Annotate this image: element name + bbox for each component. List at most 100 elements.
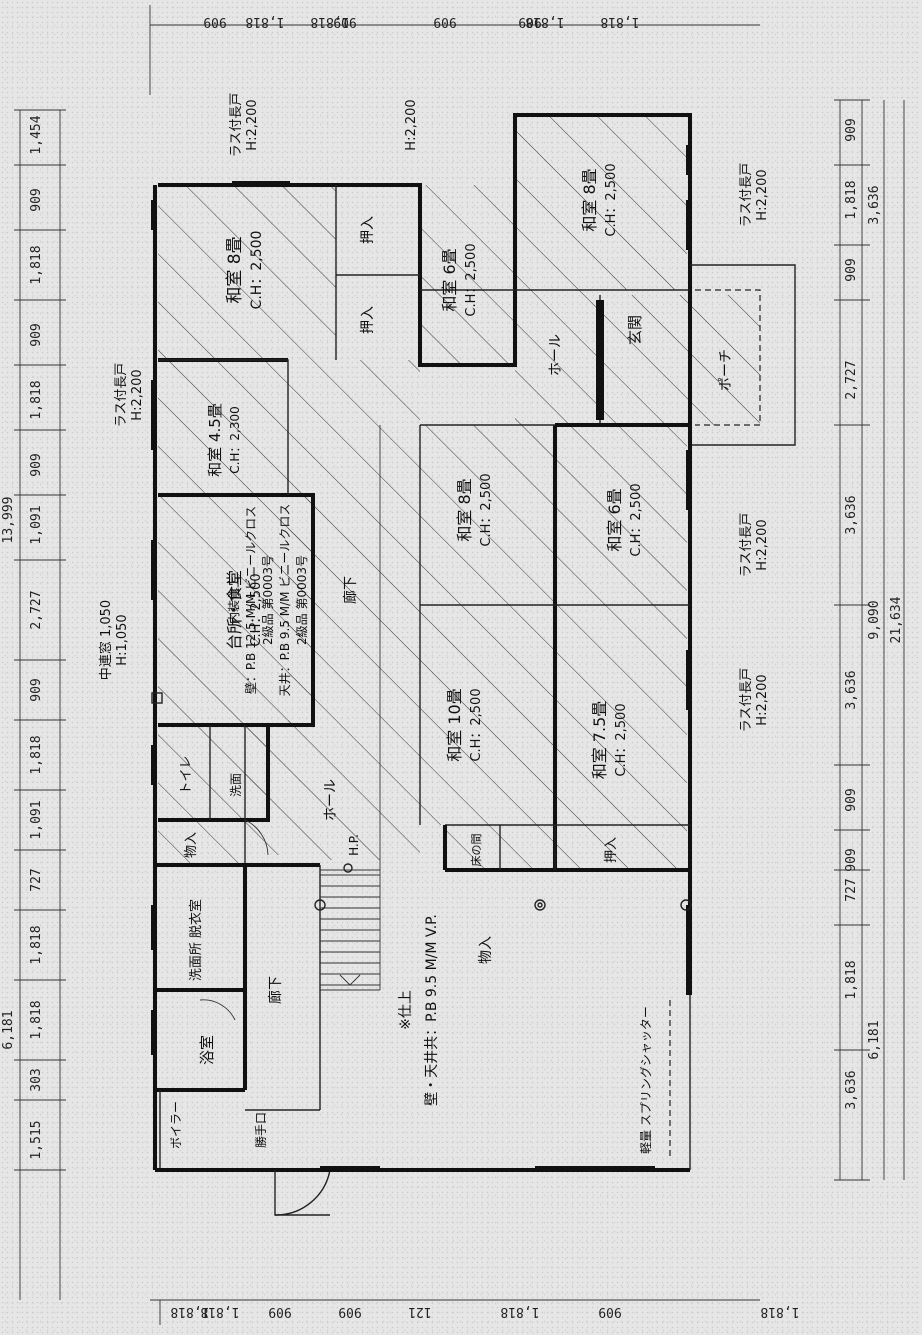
- dimension-right: 2,727: [844, 360, 859, 399]
- opening-label: ラス付長戸: [114, 363, 129, 428]
- dimension-right: 909: [844, 788, 859, 811]
- room-label-genkan: 玄関: [626, 315, 644, 345]
- ceiling-height-washitsu-75: C.H：2,500: [614, 703, 629, 776]
- room-label-oshiire-c: 押入: [604, 837, 619, 863]
- dimension-right: 909: [844, 258, 859, 281]
- kitchen-finish-line: 天井：P.B 9.5 M/M ビニールクロス: [278, 504, 292, 697]
- ceiling-height-washitsu-10: C.H：2,500: [469, 688, 484, 761]
- dimension-right: 3,636: [844, 1070, 859, 1109]
- room-label-boiler: ボイラー: [169, 1101, 183, 1149]
- dimension-right: 1,818: [844, 180, 859, 219]
- garage-shutter-note: 軽量 スプリングシャッター: [639, 1006, 653, 1154]
- hp-label: H.P.: [347, 834, 361, 856]
- room-label-senmen-toilet: 洗面: [229, 773, 243, 797]
- ceiling-height-washitsu-8-a: C.H：2,500: [249, 231, 265, 310]
- room-label-oshiire-a: 押入: [360, 216, 376, 244]
- dimension-bottom-row: 1,818: [170, 1304, 209, 1319]
- dimension-left-outer: 909: [29, 188, 44, 211]
- ceiling-height-kitchen: C.H：2,500: [249, 573, 264, 646]
- dimension-bottom-row: 1,818: [760, 1304, 799, 1319]
- dimension-left-outer: 1,818: [29, 245, 44, 284]
- dimension-left-outer: 1,091: [29, 800, 44, 839]
- dimension-right-total: 21,634: [889, 596, 904, 643]
- dimension-left-outer: 1,818: [29, 925, 44, 964]
- dimension-left-outer: 1,818: [29, 1000, 44, 1039]
- dimension-right-total: 6,181: [867, 1020, 882, 1059]
- dimension-top-row: 909: [203, 14, 226, 29]
- room-label-monoire-a: 物入: [184, 832, 199, 858]
- dimension-right: 3,636: [844, 495, 859, 534]
- dimension-right: 909: [844, 848, 859, 871]
- room-label-katteguchi: 勝手口: [253, 1112, 268, 1148]
- dimension-right: 3,636: [844, 670, 859, 709]
- room-label-washitsu-8-c: 和室 8畳: [455, 478, 474, 541]
- opening-height: H:2,200: [245, 99, 260, 150]
- dimension-bottom-row: 909: [338, 1304, 361, 1319]
- dimension-top-row: 909: [333, 14, 356, 29]
- dimension-bottom-row: 909: [268, 1304, 291, 1319]
- storage-finish-line: ※仕上: [398, 990, 414, 1030]
- opening-label: ラス付長戸: [739, 163, 754, 228]
- dimension-bottom-row: 121: [408, 1304, 431, 1319]
- opening-label: ラス付長戸: [739, 668, 754, 733]
- dimension-total: 13,999: [1, 497, 16, 544]
- dimension-bottom-row: 909: [598, 1304, 621, 1319]
- opening-height: H:2,200: [755, 674, 770, 725]
- ceiling-height-washitsu-6-a: C.H：2,500: [464, 243, 479, 316]
- dimension-left-outer: 1,091: [29, 505, 44, 544]
- dimension-left-outer: 909: [29, 453, 44, 476]
- opening-height: H:1,050: [115, 614, 130, 665]
- dimension-right-total: 9,090: [867, 600, 882, 639]
- dimension-left-outer: 727: [29, 868, 44, 891]
- dimension-right: 909: [844, 118, 859, 141]
- dimension-right: 1,818: [844, 960, 859, 999]
- opening-label: 中連窓 1,050: [98, 600, 114, 680]
- dimension-right: 727: [844, 878, 859, 901]
- room-label-washitsu-75: 和室 7.5畳: [590, 701, 609, 780]
- room-label-washitsu-6-b: 和室 6畳: [605, 488, 624, 551]
- dimension-top-row: 1,818: [245, 14, 284, 29]
- dimension-left-outer: 909: [29, 323, 44, 346]
- room-label-toilet: トイレ: [179, 755, 194, 794]
- dimension-top-row: 1,818: [310, 14, 349, 29]
- dimension-top-row: 909: [518, 14, 541, 29]
- dimension-left-outer: 303: [29, 1068, 44, 1091]
- dimension-left-outer: 1,818: [29, 380, 44, 419]
- room-label-tokonoma: 床の間: [469, 834, 483, 867]
- dimension-left-outer: 2,727: [29, 590, 44, 629]
- room-label-rouka-a: 廊下: [342, 576, 359, 604]
- room-label-monoire-b: 物入: [478, 936, 494, 964]
- ceiling-height-washitsu-8-c: C.H：2,500: [479, 473, 494, 546]
- dimension-right-total: 3,636: [867, 185, 882, 224]
- kitchen-finish-line: 内装仕上: [227, 576, 241, 624]
- dimension-left-outer: 909: [29, 678, 44, 701]
- stair-arrow-icon: [339, 974, 361, 986]
- room-label-porch: ポーチ: [718, 349, 734, 391]
- room-label-hall-east: ホール: [548, 334, 564, 376]
- opening-label: ラス付長戸: [739, 513, 754, 578]
- room-label-kitchen: 台所・食堂: [225, 570, 244, 650]
- room-label-washitsu-45: 和室 4.5畳: [206, 403, 224, 477]
- kitchen-finish-line: 壁：P.B 12.5 M/M ビニールクロス: [243, 506, 258, 694]
- ceiling-height-washitsu-8-b: C.H：2,500: [604, 163, 619, 236]
- opening-label: ラス付長戸: [229, 93, 244, 158]
- dimension-bottom-row: 1,818: [200, 1304, 239, 1319]
- kitchen-finish-line: 2級品 第0003号: [295, 555, 309, 645]
- opening-height: H:2,200: [130, 369, 145, 420]
- room-label-rouka-b: 廊下: [267, 976, 284, 1004]
- dimension-top-row: 1,818: [600, 14, 639, 29]
- room-label-yokushitsu: 浴室: [198, 1035, 216, 1065]
- room-label-oshiire-b: 押入: [360, 306, 376, 334]
- dimension-bottom-row: 1,818: [500, 1304, 539, 1319]
- dimension-left-outer: 1,818: [29, 735, 44, 774]
- room-label-senmen-datsui: 洗面所 脱衣室: [188, 899, 204, 981]
- dimension-top-row: 909: [433, 14, 456, 29]
- room-label-hall-west: ホール: [323, 779, 339, 821]
- ceiling-height-washitsu-45: C.H：2,300: [228, 406, 242, 474]
- opening-height: H:2,200: [755, 519, 770, 570]
- dimension-left-outer: 1,515: [29, 1120, 44, 1159]
- kitchen-finish-line: 2級品 第0003号: [261, 555, 275, 645]
- room-label-washitsu-6-a: 和室 6畳: [440, 248, 459, 311]
- room-label-washitsu-10: 和室 10畳: [445, 688, 464, 761]
